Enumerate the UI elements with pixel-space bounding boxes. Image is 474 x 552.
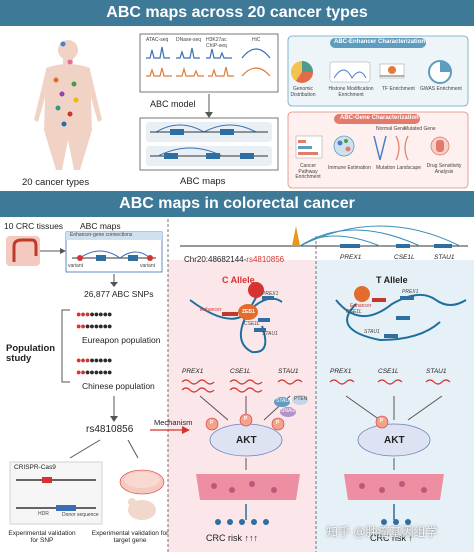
tumor-tissue-t <box>344 474 444 500</box>
gene-item-drug: Drug Sensitivity Analysis <box>426 163 462 175</box>
assay-h3k27ac: H3K27ac ChIP-seq <box>206 37 227 49</box>
crispr-label: CRISPR-Cas9 <box>14 464 56 471</box>
chromatin-c-stau1: STAU1 <box>262 331 278 337</box>
abc-maps-small-label: ABC maps <box>80 221 121 231</box>
enhancer-item-genomic: Genomic Distribution <box>290 86 316 98</box>
enhancer-label-c: Enhancer <box>200 307 222 313</box>
mechanism-label: Mechanism <box>154 418 193 427</box>
chinese-people: ●●●●●●●●●●●●●●●● <box>76 355 113 377</box>
crc-risk-t: CRC risk ↑ <box>370 533 413 544</box>
crc-risk-c: CRC risk ↑↑↑ <box>206 533 258 544</box>
t-stau1: STAU1 <box>426 368 447 375</box>
donor-label: Donor sequence <box>62 512 99 518</box>
hdr-label: HDR <box>38 511 49 517</box>
variant-right: variant <box>140 263 156 269</box>
validation-gene-label: Experimental validation for target gene <box>91 530 169 545</box>
locus-label: Chr20:48682144-rs4810856 <box>184 255 285 265</box>
bottom-banner: ABC maps in colorectal cancer <box>0 191 474 217</box>
european-people: ●●●●●●●●●●●●●●●● <box>76 309 113 331</box>
t-allele-label: T Allele <box>376 275 408 285</box>
gene-item-mutation: Mutation Landscape <box>376 165 422 171</box>
crc-risk-c-text: CRC risk ↑↑↑ <box>206 533 258 543</box>
chromatin-t-stau1: STAU1 <box>364 329 380 335</box>
c-prex1: PREX1 <box>182 368 204 375</box>
enhancer-panel-title: ABC-Enhancer Characterization <box>334 39 426 45</box>
gene-panel-title: ABC-Gene Characterization <box>340 115 419 121</box>
c-allele-label: C Allele <box>222 275 255 285</box>
enhancer-item-histone: Histone Modification Enrichment <box>328 86 374 98</box>
human-body-icon <box>34 40 102 170</box>
t-allele-chromatin <box>335 286 467 342</box>
assay-dnase: DNase-seq <box>176 37 202 43</box>
c-allele-chromatin <box>189 282 283 354</box>
variant-left: variant <box>68 263 84 269</box>
pten-protein-label: PTEN <box>294 396 308 402</box>
p-label-1: P <box>210 420 214 426</box>
assay-hic: HiC <box>252 37 261 43</box>
european-population-label: Eureapon population <box>82 335 161 345</box>
abc-maps-label: ABC maps <box>180 176 226 187</box>
enhancer-label-t: Enhancer <box>350 303 372 309</box>
akt-label-t: AKT <box>384 435 405 446</box>
locus-prefix: Chr20:48682144- <box>184 255 247 264</box>
crc-tissues-label: 10 CRC tissues <box>4 221 64 231</box>
connections-title: Enhancer-gene connections <box>70 232 133 238</box>
gene-item-pathway: Cancer Pathway Enrichment <box>295 163 321 180</box>
validation-snp-label: Experimental validation for SNP <box>8 530 76 545</box>
assay-atac: ATAC-seq <box>146 37 169 43</box>
t-prex1: PREX1 <box>330 368 352 375</box>
top-banner: ABC maps across 20 cancer types <box>0 0 474 26</box>
akt-label-c: AKT <box>236 435 257 446</box>
chinese-population-label: Chinese population <box>82 381 155 391</box>
chromatin-t-prex1: PREX1 <box>402 289 419 295</box>
abc-model-label: ABC model <box>150 99 196 109</box>
tumor-tissue-c <box>196 474 300 500</box>
track-gene-cse1l: CSE1L <box>394 254 415 261</box>
legend-normal-gene: Normal Gene <box>376 126 406 132</box>
gene-item-immune: Immune Estimation <box>328 165 371 171</box>
p-label-3: P <box>276 420 280 426</box>
chromatin-c-cse1l: CSE1L <box>244 321 260 327</box>
chromatin-c-prex1: PREX1 <box>262 291 279 297</box>
c-cse1l: CSE1L <box>230 368 251 375</box>
cancer-types-label: 20 cancer types <box>22 177 90 188</box>
track-gene-prex1: PREX1 <box>340 254 362 261</box>
p-label-2: P <box>244 416 248 422</box>
population-study-label: Population study <box>6 343 56 365</box>
abc-snps-count: 26,877 ABC SNPs <box>84 289 154 299</box>
assay-tracks <box>146 46 271 77</box>
legend-mutated-gene: Mutated Gene <box>404 126 436 132</box>
track-gene-stau1: STAU1 <box>434 254 455 261</box>
stau1-protein-label: STAU1 <box>276 398 292 404</box>
t-cse1l: CSE1L <box>378 368 399 375</box>
watermark: 知乎 @肿瘤基因组学 <box>326 525 438 539</box>
enhancer-item-tf: TF Enrichment <box>382 86 415 92</box>
locus-rsid: rs4810856 <box>246 255 285 264</box>
c-stau1: STAU1 <box>278 368 299 375</box>
crc-risk-t-text: CRC risk ↑ <box>370 533 413 543</box>
zeb1-label: ZEB1 <box>242 309 255 315</box>
rs-id-label: rs4810856 <box>86 424 134 435</box>
enhancer-item-gwas: GWAS Enrichment <box>420 86 462 92</box>
p-label-t: P <box>380 418 384 424</box>
snai2-protein-label: SNAI2 <box>281 408 296 414</box>
chromatin-t-cse1l: CSE1L <box>346 309 362 315</box>
